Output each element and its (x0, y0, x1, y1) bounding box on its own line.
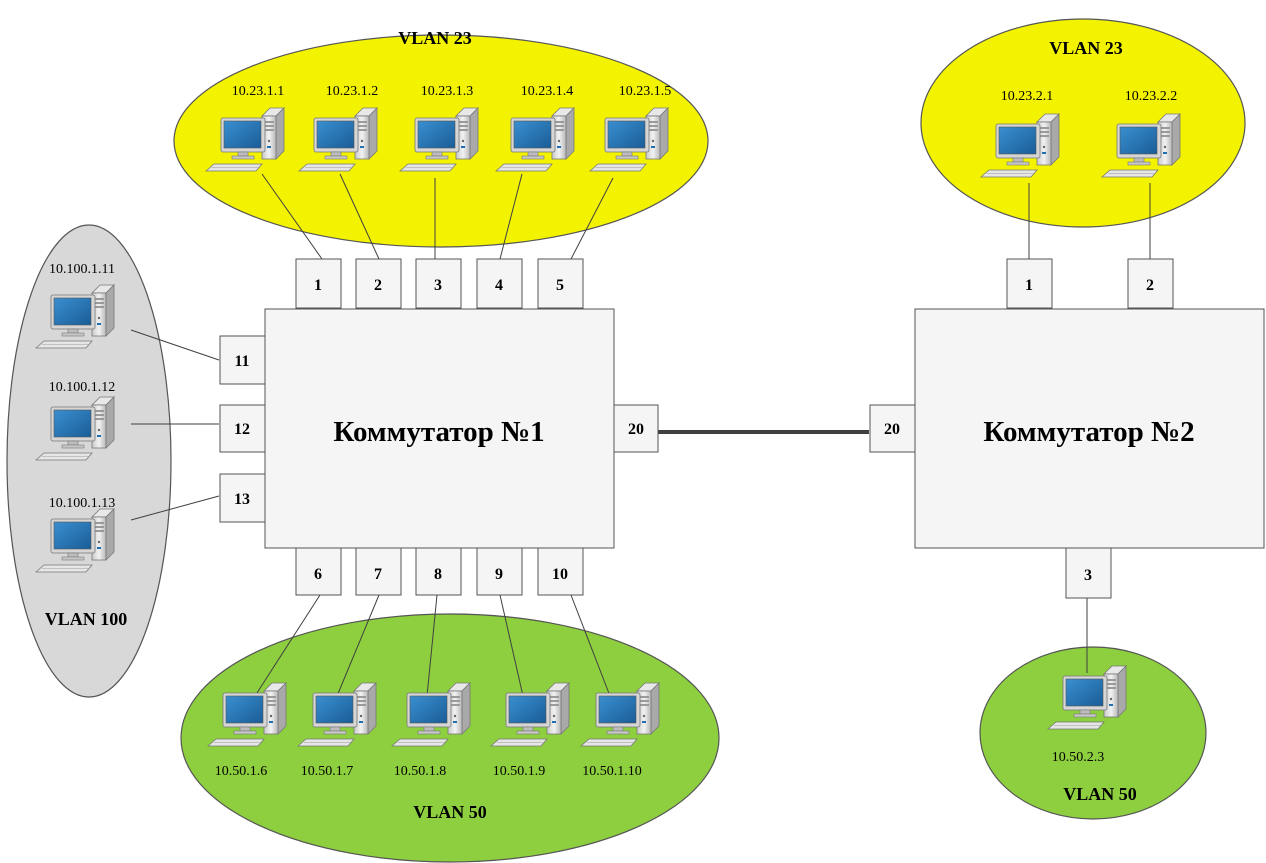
sw2-bottom-port: 3 (1065, 547, 1112, 599)
port-label: 4 (495, 277, 503, 294)
host-ip: 10.23.2.2 (1125, 89, 1178, 104)
port-label: 7 (374, 566, 382, 583)
host-ip: 10.50.1.7 (301, 764, 354, 779)
port-label: 2 (1146, 277, 1154, 294)
port-box: 1 (295, 258, 342, 309)
sw1-bottom-ports: 6 7 8 9 10 (295, 547, 584, 596)
port-label: 6 (314, 566, 322, 583)
port-label: 9 (495, 566, 503, 583)
host-ip: 10.23.1.3 (421, 84, 474, 99)
switch-1: Коммутатор №1 (264, 308, 615, 549)
port-box: 4 (476, 258, 523, 309)
port-label: 11 (234, 353, 249, 370)
port-label: 20 (628, 421, 644, 438)
port-box: 8 (415, 547, 462, 596)
port-label: 10 (552, 566, 568, 583)
port-box: 3 (415, 258, 462, 309)
port-label: 5 (556, 277, 564, 294)
switch-1-label: Коммутатор №1 (333, 416, 544, 448)
vlan-label: VLAN 23 (1049, 38, 1123, 58)
port-box: 12 (219, 404, 266, 453)
host-ip: 10.23.1.5 (619, 84, 672, 99)
vlan-label: VLAN 100 (45, 609, 128, 629)
port-label: 8 (434, 566, 442, 583)
host-ip: 10.100.1.12 (49, 380, 116, 395)
sw1-left-ports: 11 12 13 (219, 335, 266, 523)
sw1-top-ports: 1 2 3 4 5 (295, 258, 584, 309)
switch-2-label: Коммутатор №2 (983, 416, 1194, 448)
host-ip: 10.50.1.6 (215, 764, 268, 779)
host-ip: 10.23.1.2 (326, 84, 379, 99)
sw2-top-ports: 1 2 (1006, 258, 1174, 309)
vlan-label: VLAN 50 (1063, 784, 1137, 804)
port-label: 13 (234, 491, 250, 508)
host-ip: 10.50.1.8 (394, 764, 447, 779)
port-box: 2 (355, 258, 402, 309)
port-box: 11 (219, 335, 266, 385)
port-box: 13 (219, 473, 266, 523)
port-box: 6 (295, 547, 342, 596)
host-ip: 10.50.1.10 (582, 764, 642, 779)
host-ip: 10.23.1.1 (232, 84, 285, 99)
vlan-label: VLAN 50 (413, 802, 487, 822)
port-box: 1 (1006, 258, 1053, 309)
host-ip: 10.100.1.11 (49, 262, 115, 277)
vlan50-sw1-hosts: 10.50.1.6 10.50.1.7 10.50.1.8 10.50.1.9 … (207, 682, 660, 779)
cables (130, 173, 1151, 697)
port-box: 7 (355, 547, 402, 596)
vlan50-area-sw2 (979, 646, 1207, 820)
sw1-trunk-port: 20 (613, 404, 659, 453)
host-ip: 10.100.1.13 (49, 496, 116, 511)
host-ip: 10.23.1.4 (521, 84, 574, 99)
host-ip: 10.23.2.1 (1001, 89, 1054, 104)
sw2-trunk-port: 20 (869, 404, 916, 453)
vlan50-sw2-hosts: 10.50.2.3 (1047, 665, 1127, 765)
switch-2: Коммутатор №2 (914, 308, 1265, 549)
port-label: 3 (434, 277, 442, 294)
host-ip: 10.50.1.9 (493, 764, 546, 779)
vlan-label: VLAN 23 (398, 28, 472, 48)
vlan23-sw2-hosts: 10.23.2.1 10.23.2.2 (980, 89, 1181, 178)
vlan100-hosts: 10.100.1.11 10.100.1.12 10.100.1.13 (35, 262, 116, 573)
port-box: 10 (537, 547, 584, 596)
vlan23-sw1-hosts: 10.23.1.1 10.23.1.2 10.23.1.3 10.23.1.4 … (205, 84, 672, 172)
port-label: 20 (884, 421, 900, 438)
vlan50-area-sw1 (180, 613, 720, 863)
port-box: 9 (476, 547, 523, 596)
port-label: 1 (1025, 277, 1033, 294)
port-label: 1 (314, 277, 322, 294)
port-box: 5 (537, 258, 584, 309)
host-ip: 10.50.2.3 (1052, 750, 1105, 765)
port-label: 12 (234, 421, 250, 438)
port-label: 2 (374, 277, 382, 294)
port-label: 3 (1084, 567, 1092, 584)
port-box: 2 (1127, 258, 1174, 309)
